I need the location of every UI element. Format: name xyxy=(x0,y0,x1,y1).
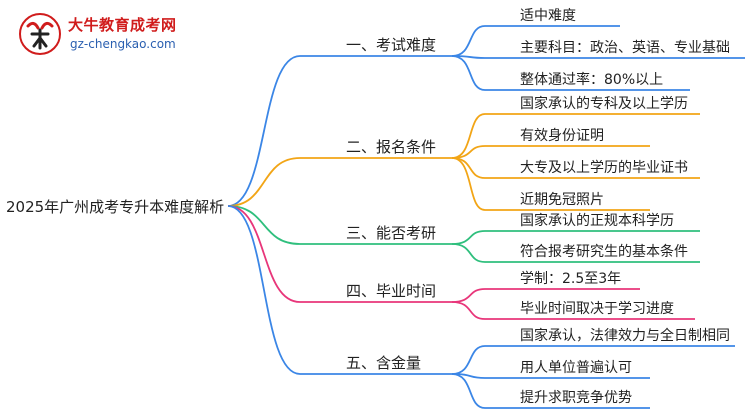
leaf-topic: 毕业时间取决于学习进度 xyxy=(520,301,674,317)
leaf-topic: 适中难度 xyxy=(520,8,576,24)
edge-branch-to-leaf xyxy=(451,25,486,57)
edge-root-to-branch xyxy=(227,205,301,245)
mind-map-edges xyxy=(227,25,745,409)
leaf-topic: 有效身份证明 xyxy=(520,128,604,144)
leaf-topic: 提升求职竞争优势 xyxy=(520,389,632,406)
branch-topic: 五、含金量 xyxy=(346,354,421,372)
branch-topic: 一、考试难度 xyxy=(346,36,436,54)
edge-branch-to-leaf xyxy=(451,345,486,375)
edge-branch-to-leaf xyxy=(451,243,486,263)
branch-topic: 二、报名条件 xyxy=(346,138,436,156)
edge-branch-to-leaf xyxy=(451,373,486,409)
edge-branch-to-leaf xyxy=(451,157,486,179)
edge-root-to-branch xyxy=(227,205,301,375)
edge-root-to-branch xyxy=(227,55,301,207)
leaf-topic: 国家承认，法律效力与全日制相同 xyxy=(520,327,730,344)
edge-branch-to-leaf xyxy=(451,113,486,159)
edge-branch-to-leaf xyxy=(451,55,486,91)
logo-title: 大牛教育成考网 xyxy=(68,16,177,34)
edge-branch-to-leaf xyxy=(451,230,486,245)
leaf-topic: 用人单位普遍认可 xyxy=(520,360,632,376)
logo: 大牛教育成考网 gz-chengkao.com xyxy=(18,10,238,60)
edge-branch-to-leaf xyxy=(451,288,486,303)
bull-logo-icon xyxy=(19,13,61,55)
branch-topic: 三、能否考研 xyxy=(346,224,436,242)
leaf-topic: 整体通过率：80%以上 xyxy=(520,71,663,88)
edge-branch-to-leaf xyxy=(451,301,486,320)
edge-root-to-branch xyxy=(227,157,301,207)
leaf-topic: 国家承认的正规本科学历 xyxy=(520,212,674,229)
leaf-topic: 主要科目：政治、英语、专业基础 xyxy=(520,39,730,56)
edge-branch-to-leaf xyxy=(451,157,486,211)
leaf-topic: 国家承认的专科及以上学历 xyxy=(520,95,688,112)
branch-topic: 四、毕业时间 xyxy=(346,282,436,300)
leaf-topic: 学制：2.5至3年 xyxy=(520,271,621,287)
logo-url: gz-chengkao.com xyxy=(70,37,176,51)
leaf-topic: 大专及以上学历的毕业证书 xyxy=(520,160,688,176)
edge-root-to-branch xyxy=(227,205,301,303)
leaf-topic: 符合报考研究生的基本条件 xyxy=(520,243,688,260)
leaf-topic: 近期免冠照片 xyxy=(520,192,604,208)
mind-map-nodes: 2025年广州成考专升本难度解析 一、考试难度 适中难度主要科目：政治、英语、专业… xyxy=(6,8,730,406)
root-topic: 2025年广州成考专升本难度解析 xyxy=(6,198,224,216)
